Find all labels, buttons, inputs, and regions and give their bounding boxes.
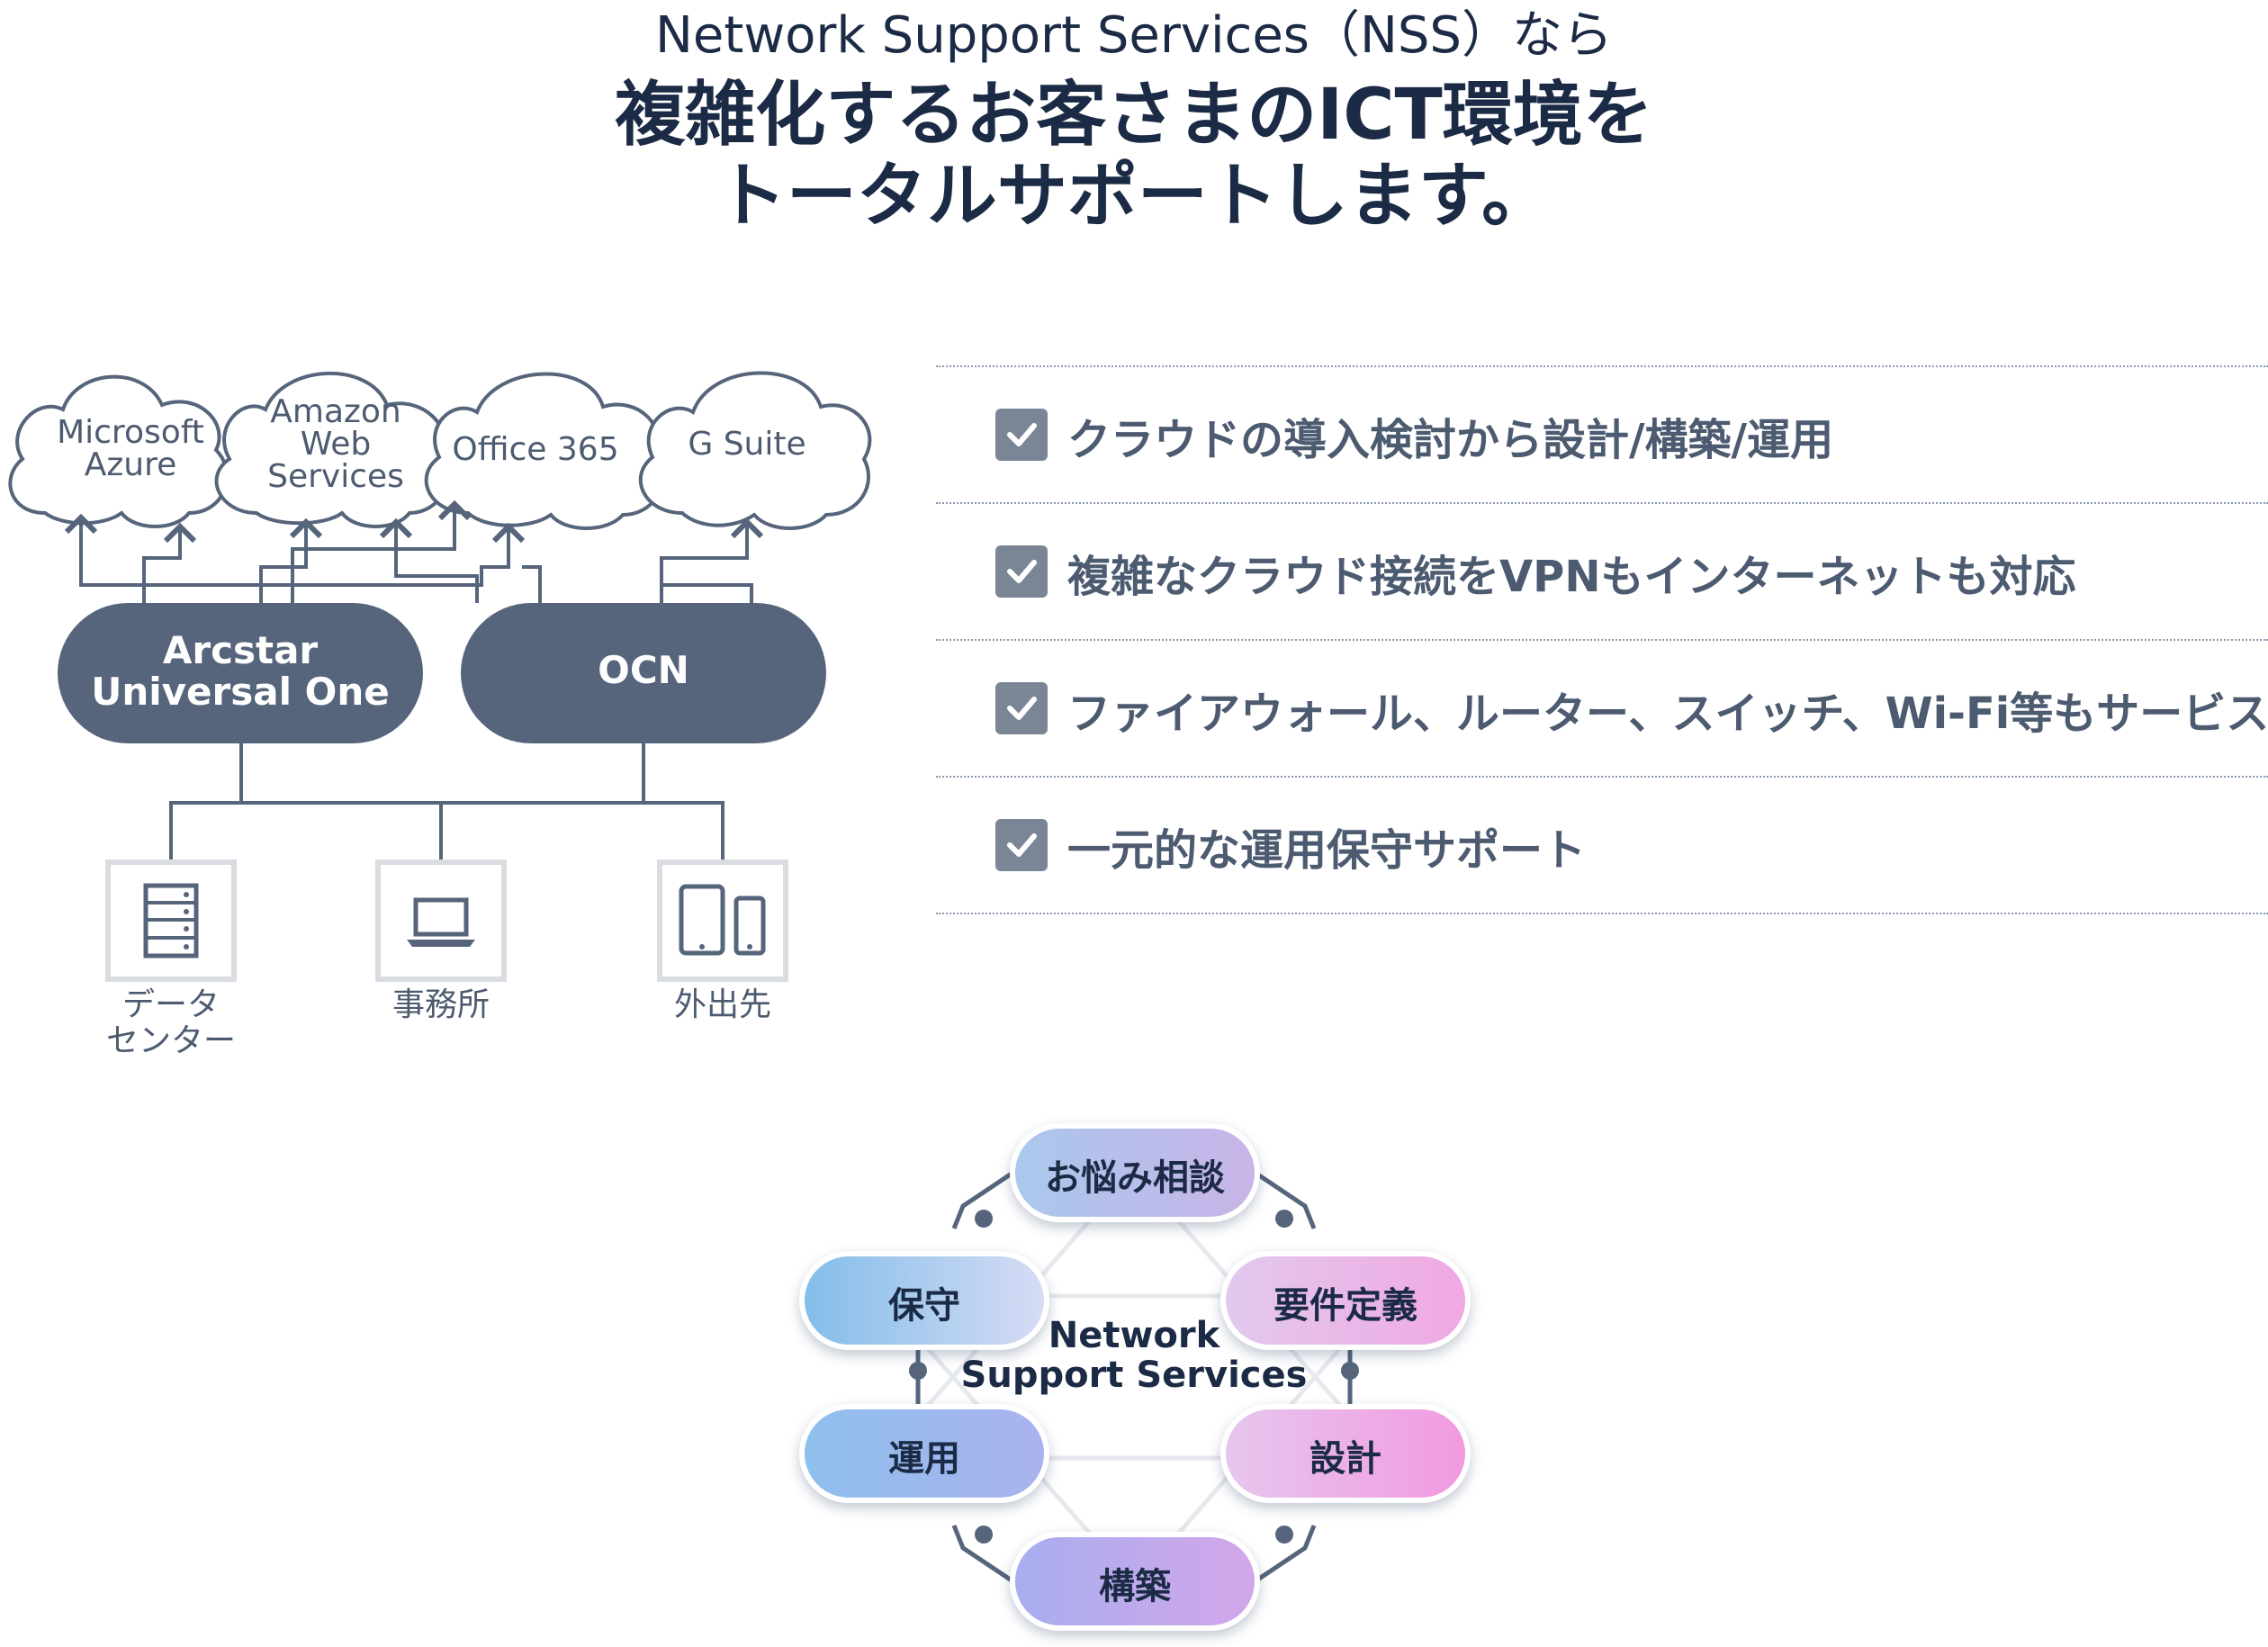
cloud-label-line: Azure <box>84 446 177 483</box>
heading-subtitle: Network Support Services（NSS）なら <box>655 6 1613 65</box>
server-rack-icon <box>105 860 237 982</box>
network-label-arcstar: Arcstar Universal One <box>58 630 423 713</box>
location-label-line: 外出先 <box>673 986 771 1023</box>
location-label-line: データ <box>122 986 220 1023</box>
checkbox-checked-icon <box>995 545 1048 598</box>
feature-item: 一元的な運用保守サポート <box>936 777 2268 914</box>
cloud-label-office365: Office 365 <box>441 434 630 466</box>
cloud-label-gsuite: G Suite <box>652 428 842 461</box>
laptop-icon <box>375 860 507 982</box>
location-label-remote: 外出先 <box>633 987 813 1023</box>
cycle-step-maintenance: 保守 <box>799 1251 1049 1350</box>
network-pill-arcstar <box>58 603 423 743</box>
cloud-label-azure: Microsoft Azure <box>36 417 225 482</box>
center-label-line: Support Services <box>960 1354 1308 1396</box>
heading-title-line1: 複雑化するお客さまのICT環境を <box>615 75 1653 156</box>
cloud-label-line: Office 365 <box>452 431 619 468</box>
cloud-shape-aws <box>214 371 450 528</box>
cloud-shape-azure <box>8 374 230 528</box>
network-label-line: Universal One <box>91 670 390 714</box>
heading-title-line2: トータルサポートします。 <box>716 156 1552 237</box>
cycle-step-design: 設計 <box>1220 1404 1471 1503</box>
feature-divider <box>936 913 2268 914</box>
cycle-step-consultation: お悩み相談 <box>1010 1123 1260 1222</box>
location-label-office: 事務所 <box>351 987 531 1023</box>
cloud-label-line: Microsoft <box>57 414 204 451</box>
cloud-label-line: Services <box>267 458 404 495</box>
location-label-datacenter: データ センター <box>81 987 261 1059</box>
feature-divider <box>936 365 2268 367</box>
service-cycle-center-label: Network Support Services <box>954 1316 1314 1395</box>
cycle-step-requirements: 要件定義 <box>1220 1251 1471 1350</box>
cloud-shape-gsuite <box>638 371 872 530</box>
center-label-line: Network <box>1048 1315 1220 1356</box>
feature-text: 一元的な運用保守サポート <box>1067 825 1587 876</box>
location-label-line: センター <box>105 1022 236 1059</box>
cycle-step-build: 構築 <box>1010 1532 1260 1631</box>
feature-text: クラウドの導入検討から設計/構築/運用 <box>1067 415 1834 465</box>
feature-divider <box>936 639 2268 641</box>
network-label-ocn: OCN <box>461 650 826 691</box>
network-pill-ocn <box>461 603 826 743</box>
tablet-phone-icon <box>657 860 788 982</box>
location-label-line: 事務所 <box>392 986 490 1023</box>
network-label-line: Arcstar <box>162 628 319 672</box>
network-diagram <box>8 371 872 982</box>
cycle-step-operation: 運用 <box>799 1404 1049 1503</box>
cloud-shape-office <box>424 372 666 530</box>
feature-divider <box>936 502 2268 504</box>
checkbox-checked-icon <box>995 819 1048 871</box>
cloud-icon <box>8 371 872 530</box>
checkbox-checked-icon <box>995 409 1048 461</box>
cloud-label-line: G Suite <box>688 426 806 463</box>
feature-item: クラウドの導入検討から設計/構築/運用 <box>936 366 2268 503</box>
cloud-label-line: Web <box>300 426 372 463</box>
network-label-line: OCN <box>598 648 689 692</box>
feature-item: 複雑なクラウド接続をVPNもインターネットも対応 <box>936 503 2268 640</box>
feature-divider <box>936 776 2268 778</box>
cloud-label-aws: Amazon Web Services <box>241 396 430 493</box>
feature-item: ファイアウォール、ルーター、スイッチ、Wi-Fi等もサービス提供 <box>936 640 2268 777</box>
cloud-label-line: Amazon <box>270 393 401 430</box>
checkbox-checked-icon <box>995 682 1048 734</box>
feature-text: ファイアウォール、ルーター、スイッチ、Wi-Fi等もサービス提供 <box>1067 688 2268 739</box>
feature-text: 複雑なクラウド接続をVPNもインターネットも対応 <box>1067 552 2076 602</box>
